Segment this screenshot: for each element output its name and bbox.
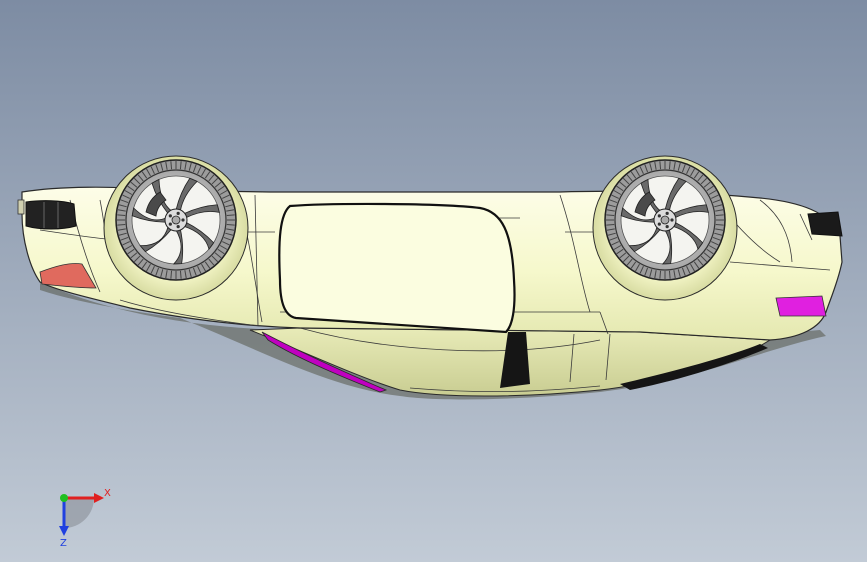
headlight-left <box>25 200 77 230</box>
tire-tread <box>606 161 724 279</box>
headlight-left-lines <box>43 202 59 228</box>
lamp-right-magenta <box>775 295 827 317</box>
z-axis-arrow <box>59 498 69 536</box>
wheel-rear[interactable] <box>604 159 726 281</box>
door-outline <box>278 202 516 334</box>
side-skirt-accent <box>261 331 388 393</box>
lamp-lower-left <box>39 263 97 289</box>
z-axis-label: Z <box>60 538 67 549</box>
front-bumper-edge <box>17 199 25 215</box>
brake-caliper <box>634 191 656 217</box>
x-axis-label: X <box>104 488 111 499</box>
rim-spokes <box>131 177 220 265</box>
tire-tread <box>117 161 235 279</box>
orientation-triad[interactable]: X Z <box>44 480 124 550</box>
lower-trim-right <box>620 344 768 390</box>
triad-base-shadow <box>64 498 94 528</box>
x-axis-arrow <box>64 493 104 503</box>
b-pillar <box>500 332 530 388</box>
wheel-front[interactable] <box>115 159 237 281</box>
rim-spokes <box>620 177 709 265</box>
headlight-right <box>807 211 843 237</box>
y-axis-dot <box>60 494 68 502</box>
brake-caliper <box>145 191 167 217</box>
